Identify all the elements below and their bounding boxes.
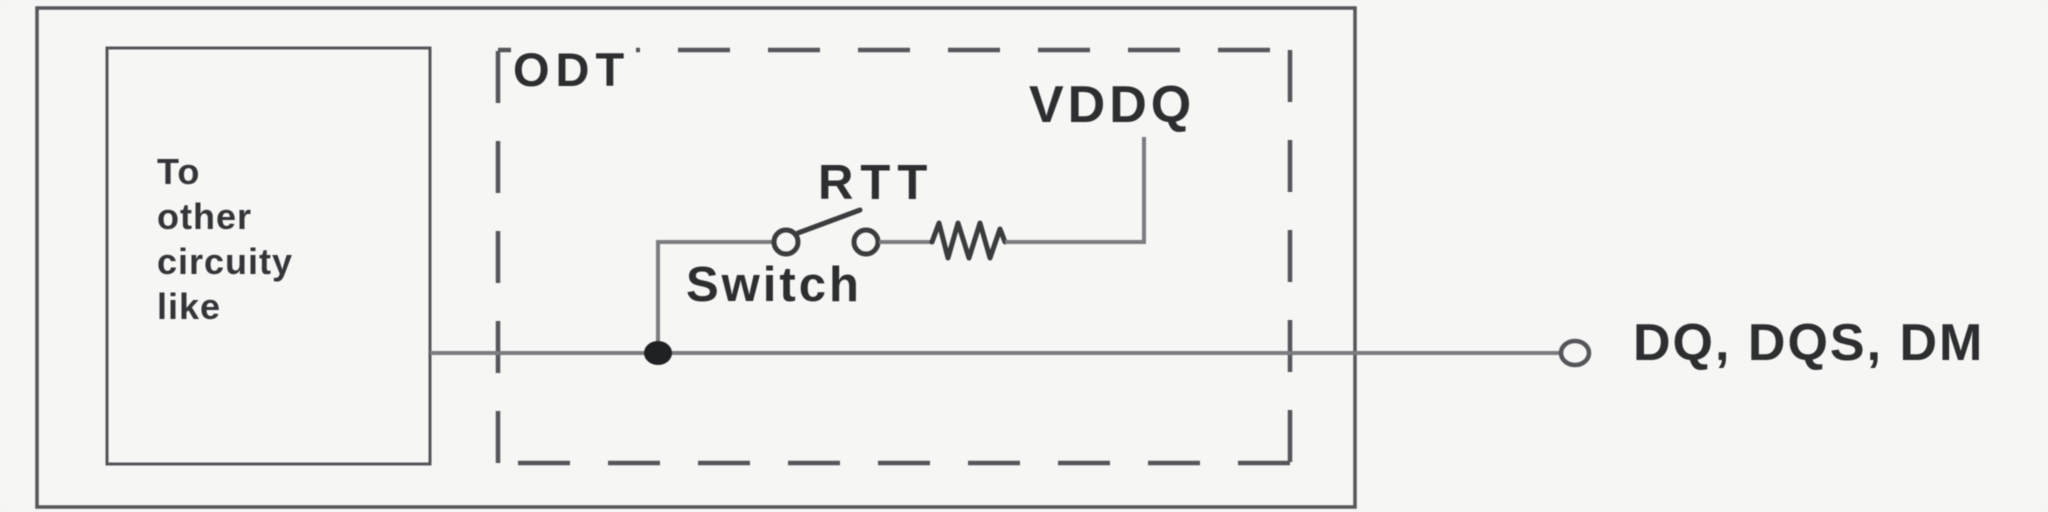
junction-dot-icon: [644, 341, 672, 365]
switch-right-contact: [851, 227, 881, 257]
other-circuitry-box: [105, 46, 432, 466]
vddq-label: VDDQ: [1029, 76, 1196, 134]
termination-branch-wire: [656, 240, 773, 353]
resistor-icon: [929, 220, 1008, 261]
other-circuitry-label: To other circuity like: [157, 151, 294, 327]
odt-label: ODT: [511, 46, 637, 97]
outer-device-box: [35, 6, 1357, 509]
switch-left-contact: [771, 227, 801, 257]
switch-icon: [771, 207, 881, 257]
rtt-label: RTT: [818, 156, 935, 210]
vddq-wire: [1005, 137, 1146, 244]
switch-label: Switch: [686, 258, 862, 312]
dq-terminal-icon: [1558, 338, 1592, 368]
switch-lever: [795, 207, 863, 236]
dq-dqs-dm-label: DQ, DQS, DM: [1633, 314, 1985, 372]
